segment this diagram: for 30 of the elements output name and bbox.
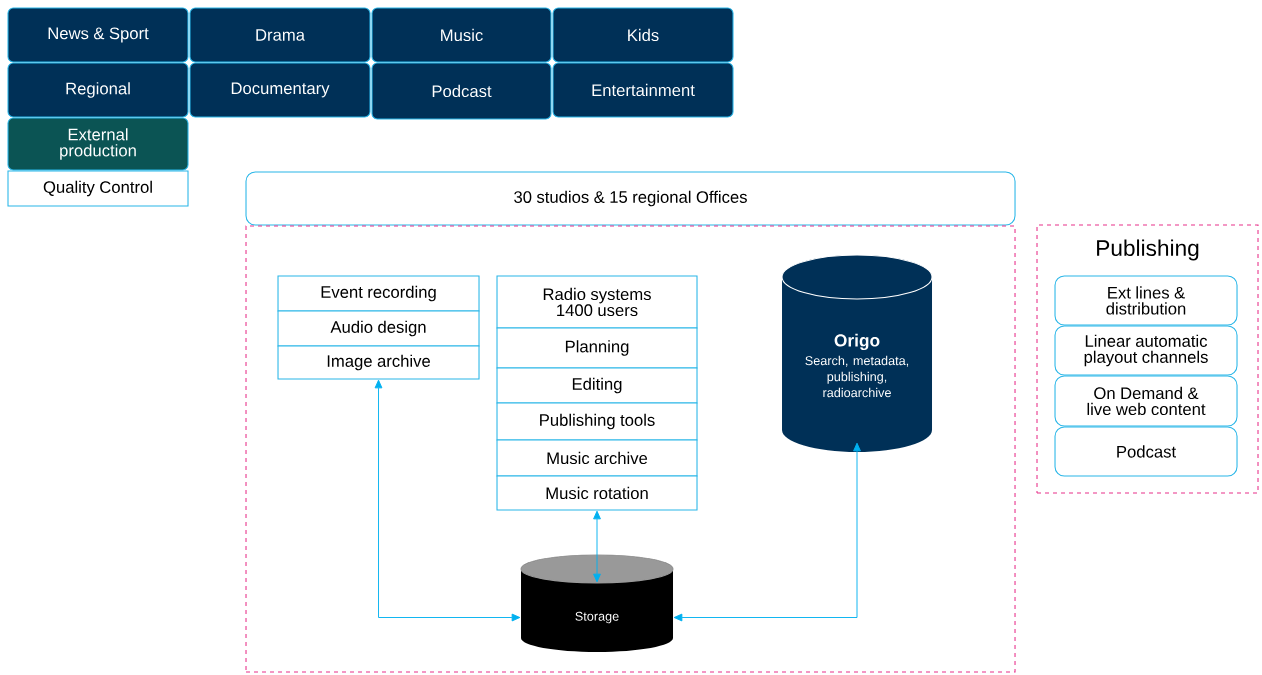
- category-tile: News & Sport: [7, 7, 189, 63]
- category-tile: External production: [7, 117, 189, 171]
- database-cylinder: Storage: [520, 554, 674, 652]
- rounded-box: Ext lines & distribution: [1054, 275, 1238, 326]
- category-tile: Kids: [552, 7, 734, 63]
- list-cell: Event recording: [277, 275, 480, 312]
- rounded-box: 30 studios & 15 regional Offices: [245, 171, 1016, 226]
- category-tile: Documentary: [189, 62, 371, 118]
- list-cell: Image archive: [277, 345, 480, 380]
- list-cell: Editing: [496, 367, 698, 404]
- category-tile: Music: [371, 7, 552, 63]
- connector-arrow: [673, 442, 861, 622]
- list-cell: Music archive: [496, 439, 698, 477]
- list-cell: Radio systems 1400 users: [496, 275, 698, 329]
- category-tile: Drama: [189, 7, 371, 63]
- category-tile: Regional: [7, 62, 189, 118]
- list-cell: Publishing tools: [496, 402, 698, 441]
- database-cylinder: Origo Search, metadata, publishing, radioarchive: [781, 254, 933, 452]
- rounded-box: Podcast: [1054, 426, 1238, 477]
- category-tile: Entertainment: [552, 62, 734, 118]
- list-cell: Planning: [496, 327, 698, 369]
- dashed-frame: [245, 225, 1016, 673]
- connector-arrow: [374, 379, 521, 622]
- list-cell: Audio design: [277, 310, 480, 347]
- rounded-box: Linear automatic playout channels: [1054, 325, 1238, 376]
- category-tile: Podcast: [371, 62, 552, 120]
- list-cell: Music rotation: [496, 475, 698, 511]
- connector-arrow: [593, 510, 601, 583]
- label-box: Quality Control: [7, 170, 189, 207]
- rounded-box: On Demand & live web content: [1054, 375, 1238, 427]
